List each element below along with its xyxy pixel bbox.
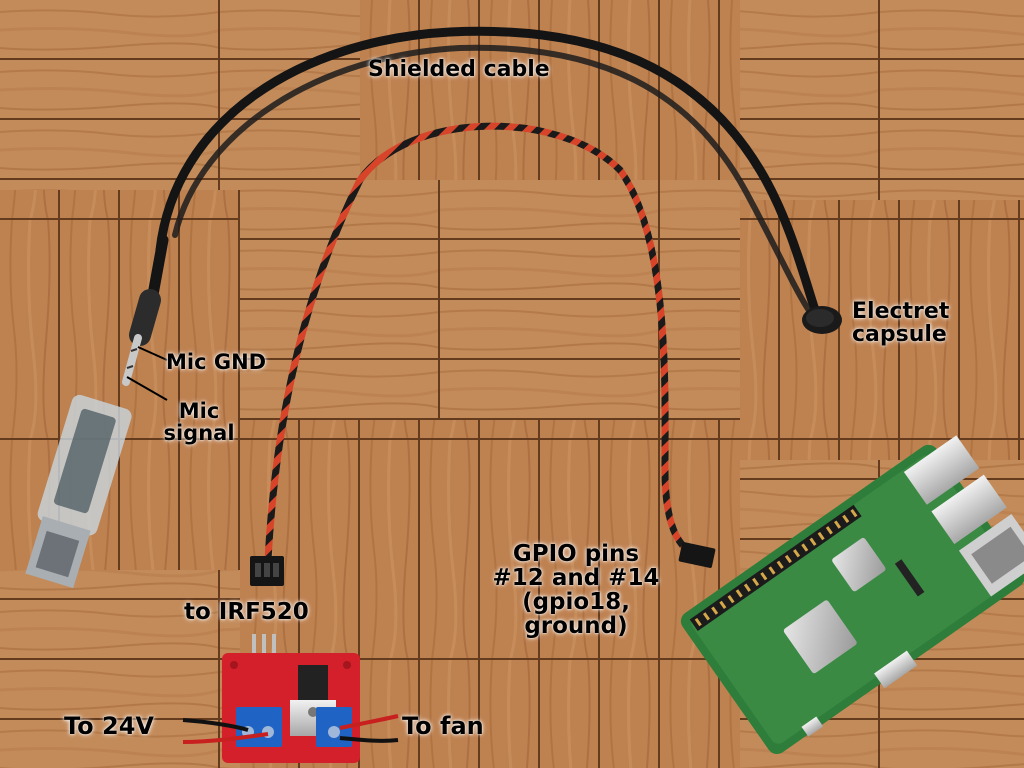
shielded-cable [155, 26, 820, 315]
label-pointers [126, 346, 168, 401]
irf520-module [222, 634, 360, 763]
audio-jack-plug [122, 234, 169, 386]
dupont-connector-right [678, 542, 716, 568]
dupont-connector-left [250, 556, 284, 586]
electret-capsule [802, 306, 842, 334]
raspberry-pi-board [680, 435, 1024, 755]
power-wires [182, 714, 399, 744]
twisted-wire [264, 122, 694, 564]
usb-sound-card [25, 394, 132, 589]
